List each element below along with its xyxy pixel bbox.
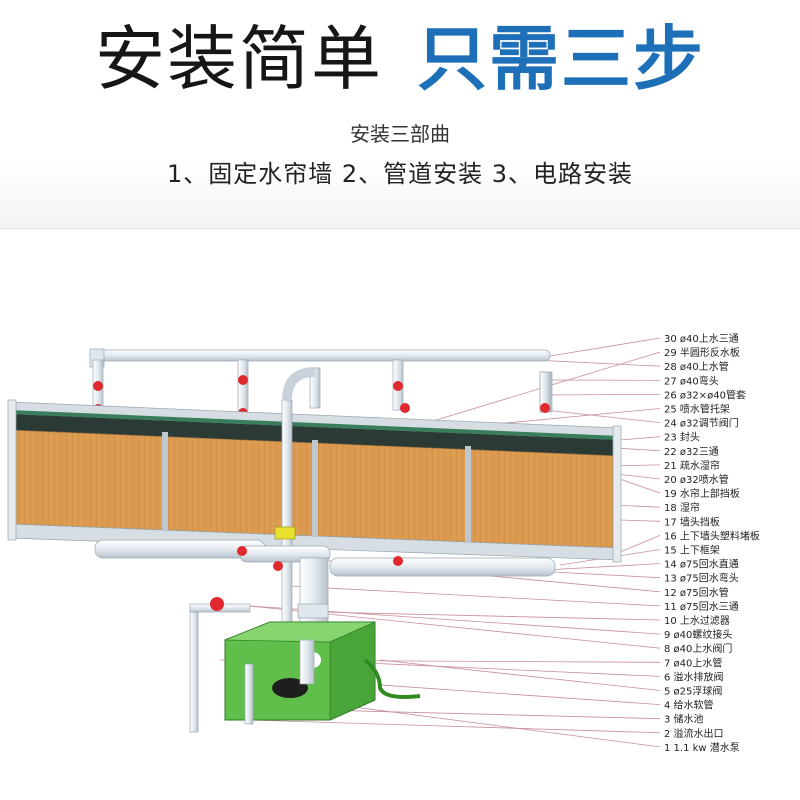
leader-line: [620, 437, 660, 440]
header-banner: 安装简单只需三步 安装三部曲 1、固定水帘墙 2、管道安装 3、电路安装: [0, 0, 800, 229]
part-label: 4 给水软管: [664, 699, 714, 712]
water-tank: [225, 622, 420, 724]
part-label: 9 ø40螺纹接头: [664, 628, 732, 641]
part-label: 17 墙头挡板: [664, 515, 720, 528]
leader-line: [250, 720, 660, 733]
leader-line: [410, 352, 660, 428]
part-label: 19 水帘上部挡板: [664, 487, 740, 500]
part-label: 7 ø40上水管: [664, 656, 722, 669]
part-label: 25 喷水管托架: [664, 403, 730, 416]
steps-text: 1、固定水帘墙 2、管道安装 3、电路安装: [0, 154, 800, 189]
part-label: 26 ø32×ø40管套: [664, 388, 746, 401]
part-label: 22 ø32三通: [664, 446, 719, 458]
part-label: 20 ø32喷水管: [664, 473, 729, 486]
main-title: 安装简单只需三步: [0, 14, 800, 104]
cooling-pad-wall: [8, 400, 621, 562]
leader-line: [550, 338, 660, 356]
part-label: 6 溢水排放阀: [664, 670, 724, 683]
part-label: 21 疏水湿帘: [664, 459, 720, 472]
part-label: 1 1.1 kw 潜水泵: [664, 741, 740, 754]
part-label: 12 ø75回水管: [664, 586, 729, 599]
part-label: 28 ø40上水管: [664, 360, 729, 373]
part-label: 2 溢流水出口: [664, 727, 724, 740]
part-label: 18 湿帘: [664, 501, 700, 514]
title-black: 安装简单: [95, 18, 383, 100]
leader-line: [380, 660, 660, 691]
leader-line: [545, 410, 660, 423]
part-label: 8 ø40上水阀门: [664, 642, 732, 655]
part-label: 11 ø75回水三通: [664, 601, 739, 613]
leader-line: [380, 685, 660, 705]
leader-line: [320, 710, 660, 719]
part-label: 5 ø25浮球阀: [664, 685, 722, 698]
part-label: 30 ø40上水三通: [664, 333, 739, 345]
leader-line: [290, 586, 660, 606]
subtitle: 安装三部曲: [0, 118, 800, 147]
part-label: 10 上水过滤器: [664, 614, 730, 627]
top-supply-pipe: [90, 349, 552, 412]
part-label: 23 封头: [664, 431, 700, 444]
leader-line: [540, 394, 660, 395]
part-label: 16 上下墙头塑料堵板: [664, 529, 760, 542]
title-blue: 只需三步: [417, 18, 705, 100]
leader-line: [620, 520, 660, 521]
part-label: 27 ø40弯头: [664, 374, 719, 387]
spray-risers: [93, 360, 550, 412]
part-label: 15 上下框架: [664, 544, 720, 557]
part-label: 14 ø75回水直通: [664, 558, 739, 571]
part-label: 3 储水池: [664, 713, 704, 726]
part-label: 24 ø32调节阀门: [664, 417, 739, 430]
leader-line: [620, 535, 660, 552]
part-label: 13 ø75回水弯头: [664, 572, 739, 585]
part-label: 29 半圆形反水板: [664, 346, 740, 359]
